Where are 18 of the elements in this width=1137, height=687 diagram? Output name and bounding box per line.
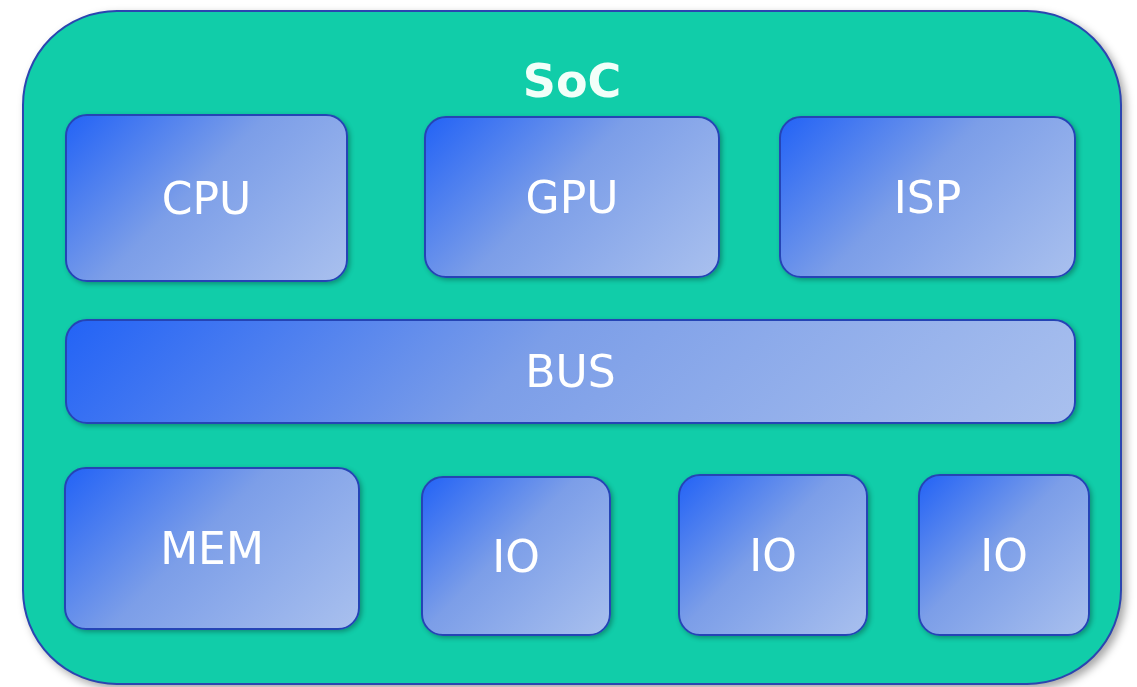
block-box [424,116,720,278]
block-box [65,319,1076,424]
block-label: IO [749,529,797,581]
soc-container [22,10,1122,685]
block-box [918,474,1090,636]
block-box [779,116,1076,278]
block-label: IO [980,529,1028,581]
block-label: ISP [893,171,962,223]
block-box [64,467,360,630]
block-box [678,474,868,636]
block-label: GPU [525,171,619,223]
block-label: MEM [160,523,264,574]
block-label: IO [492,530,540,582]
block-label: BUS [525,346,616,397]
block-box [65,114,348,282]
block-label: CPU [161,172,252,224]
block-box [421,476,611,636]
container-title: SoC [522,54,622,108]
